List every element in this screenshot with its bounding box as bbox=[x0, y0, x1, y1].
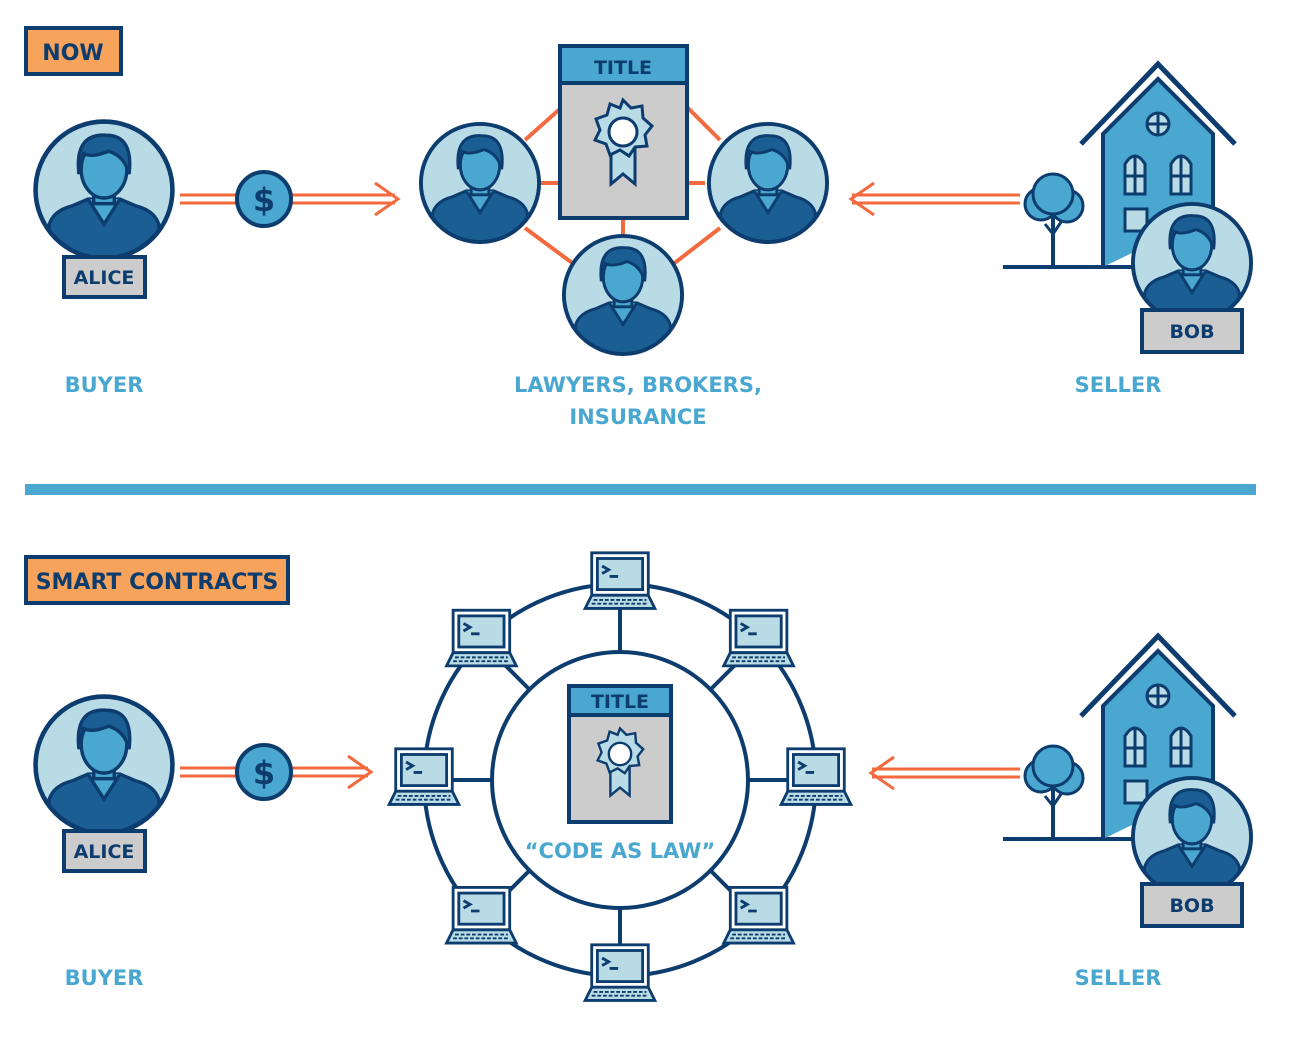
dollar-symbol: $ bbox=[253, 754, 275, 792]
title-transfer-arrow bbox=[868, 755, 1020, 791]
buyer-name-tag bbox=[62, 255, 147, 299]
seller-name: BOB bbox=[1169, 895, 1214, 917]
lawyer-avatar bbox=[421, 124, 539, 246]
seller-name: BOB bbox=[1169, 321, 1214, 343]
smart-contracts-badge bbox=[24, 555, 290, 605]
buyer-name: ALICE bbox=[74, 267, 135, 289]
seller-avatar bbox=[1133, 778, 1251, 900]
laptop-terminal-icon bbox=[779, 747, 853, 806]
intermediaries-label-line1: LAWYERS, BROKERS, bbox=[514, 373, 762, 397]
laptop-terminal-icon bbox=[445, 885, 518, 945]
title-document-icon bbox=[558, 44, 689, 220]
dollar-coin-icon bbox=[235, 743, 293, 801]
title-transfer-arrow bbox=[848, 181, 1020, 217]
now-badge bbox=[24, 26, 123, 76]
buyer-avatar bbox=[36, 122, 173, 263]
seller-avatar bbox=[1133, 204, 1251, 326]
title-document-label: TITLE bbox=[594, 57, 652, 79]
seller-name-tag bbox=[1140, 308, 1244, 354]
laptop-terminal-icon bbox=[583, 943, 657, 1002]
seller-label: SELLER bbox=[1075, 966, 1162, 990]
now-badge-label: NOW bbox=[42, 41, 103, 66]
now-section: NOW ALICE $ TITLE BOB BUYER bbox=[24, 26, 1251, 429]
title-document-label: TITLE bbox=[591, 691, 649, 713]
laptop-terminal-icon bbox=[387, 747, 461, 806]
broker-avatar bbox=[709, 124, 827, 246]
buyer-avatar bbox=[36, 697, 173, 838]
buyer-name-tag bbox=[62, 829, 147, 873]
buyer-name: ALICE bbox=[74, 841, 135, 863]
section-divider bbox=[25, 484, 1256, 495]
dollar-symbol: $ bbox=[253, 181, 275, 219]
dollar-coin-icon bbox=[235, 170, 293, 228]
laptop-terminal-icon bbox=[583, 551, 657, 610]
buyer-label: BUYER bbox=[65, 373, 144, 397]
laptop-terminal-icon bbox=[445, 608, 518, 668]
buyer-label: BUYER bbox=[65, 966, 144, 990]
insurance-avatar bbox=[564, 236, 682, 358]
smart-contracts-badge-label: SMART CONTRACTS bbox=[36, 570, 279, 595]
intermediaries-label-line2: INSURANCE bbox=[569, 405, 706, 429]
seller-label: SELLER bbox=[1075, 373, 1162, 397]
seller-name-tag bbox=[1140, 882, 1244, 928]
title-document-icon bbox=[567, 684, 673, 824]
laptop-terminal-icon bbox=[722, 885, 795, 945]
smart-contracts-section: SMART CONTRACTS ALICE $ TITLE “CODE AS L… bbox=[24, 551, 1251, 1002]
code-as-law-caption: “CODE AS LAW” bbox=[525, 839, 716, 863]
laptop-terminal-icon bbox=[722, 608, 795, 668]
